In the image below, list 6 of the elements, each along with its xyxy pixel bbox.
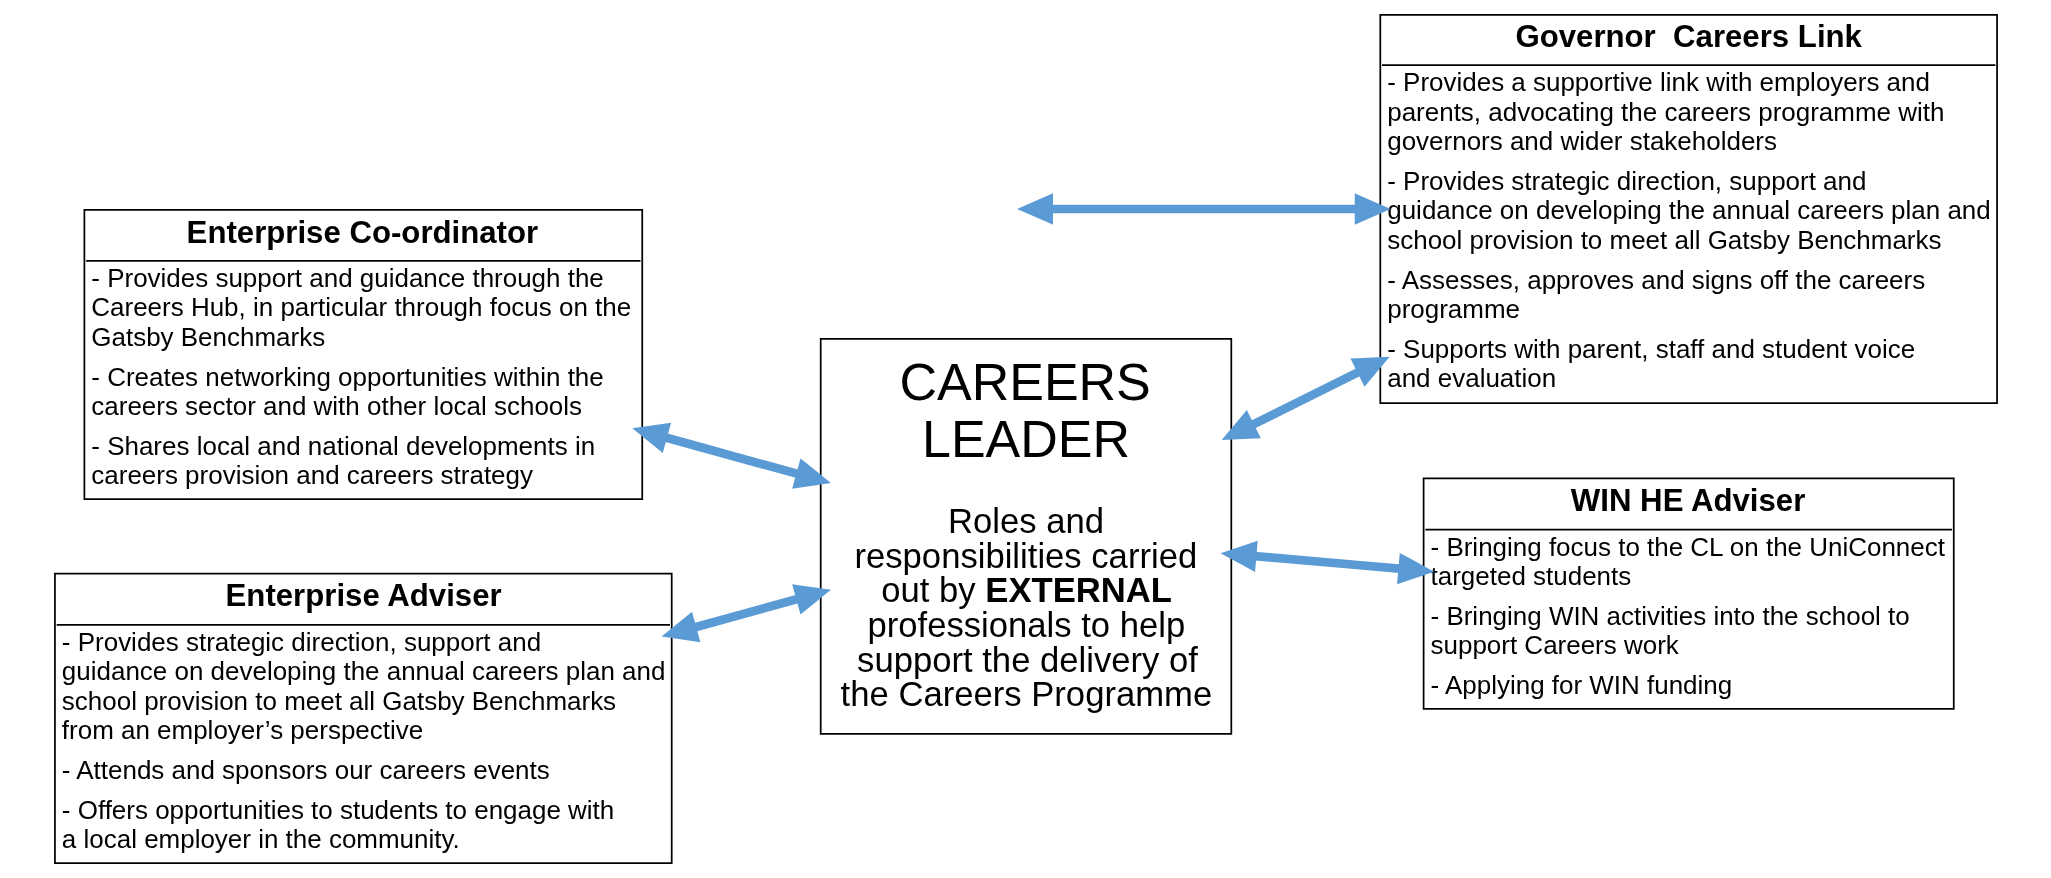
arrow bbox=[661, 584, 831, 643]
arrow bbox=[1016, 193, 1391, 225]
arrow bbox=[631, 422, 831, 489]
arrow bbox=[1220, 540, 1434, 585]
node-box: CAREERS LEADER Roles and responsibilities carried out by EXTERNAL professionals to help support the delivery of the Careers Programme bbox=[819, 338, 1232, 735]
arrow bbox=[1221, 356, 1390, 441]
